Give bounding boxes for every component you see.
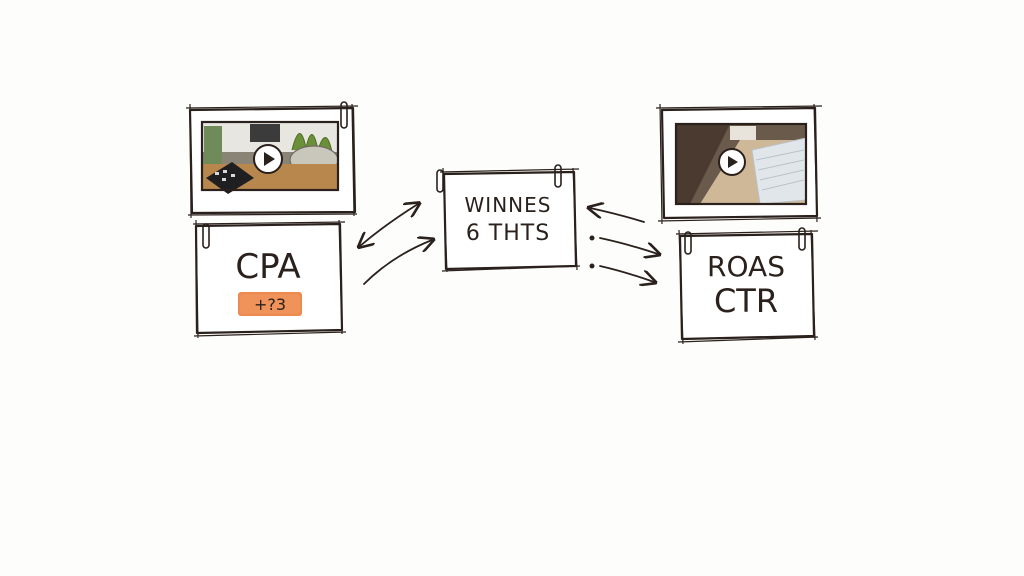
paper-clip-icon — [554, 164, 562, 188]
thumbnail-card-left — [185, 101, 359, 219]
play-icon[interactable] — [253, 144, 283, 174]
center-card: WINNES 6 THTS — [436, 164, 581, 273]
center-line-1: WINNES — [465, 193, 552, 217]
cpa-badge-text: +?3 — [254, 295, 286, 314]
paper-clip-icon — [798, 227, 806, 251]
thumbnail-card-right — [655, 103, 823, 225]
arrow-to-roas-2 — [599, 265, 654, 282]
paper-clip-icon — [340, 101, 348, 129]
arrow-bidirectional — [360, 204, 418, 246]
roas-ctr-card: ROAS CTR — [675, 227, 819, 345]
ctr-label: CTR — [714, 282, 778, 320]
cpa-card: CPA +?3 — [192, 219, 347, 339]
product-photo — [676, 124, 807, 205]
paper-clip-icon — [202, 223, 210, 249]
roas-label: ROAS — [707, 250, 785, 283]
arrow-to-roas-1 — [599, 237, 658, 254]
cpa-label: CPA — [235, 247, 300, 287]
arrow-to-center — [590, 208, 645, 223]
paper-clip-icon — [436, 169, 444, 193]
center-line-2: 6 THTS — [466, 221, 550, 246]
paper-clip-icon — [684, 231, 692, 255]
arrow-curved — [363, 240, 432, 285]
product-photo — [202, 122, 339, 194]
cpa-badge: +?3 — [238, 292, 302, 316]
play-icon[interactable] — [718, 148, 746, 176]
connector-arrows — [360, 204, 658, 284]
